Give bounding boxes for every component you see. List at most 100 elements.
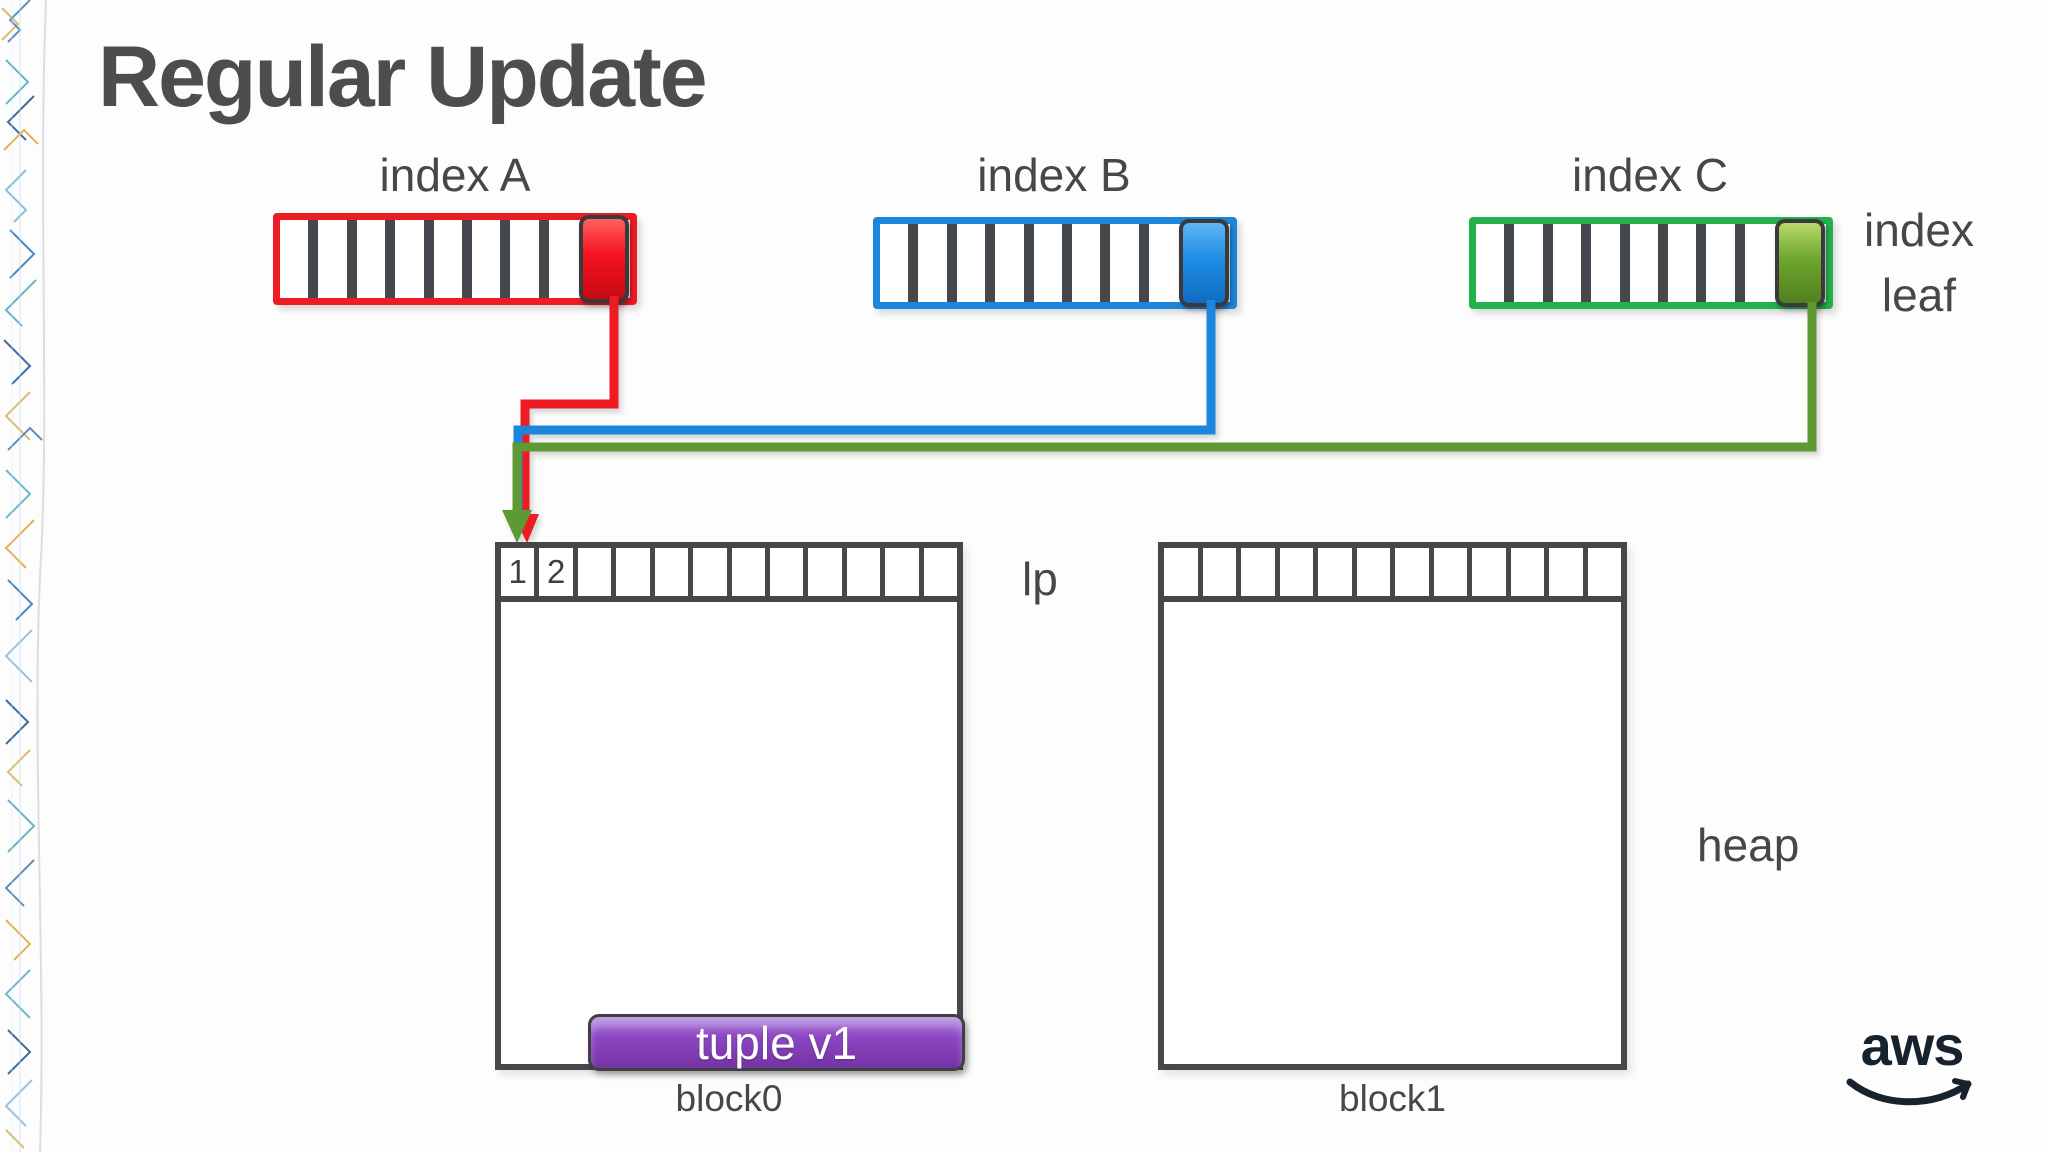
lp-slot: [1511, 548, 1549, 596]
lp-slot: [1280, 548, 1318, 596]
index-cell: [1476, 224, 1504, 302]
index-cell-divider: [346, 220, 357, 298]
index-cell: [357, 220, 385, 298]
index-leaf-pointer-cell: [1775, 219, 1825, 307]
index-cell-divider: [500, 220, 511, 298]
aws-logo: aws: [1842, 1018, 1982, 1116]
index-cell: [434, 220, 462, 298]
index-cell: [1553, 224, 1581, 302]
red-arrowhead-icon: [513, 514, 539, 543]
index-cell-divider: [538, 220, 549, 298]
lp-slot: [1549, 548, 1588, 596]
lp-slot: [885, 548, 924, 596]
heap-block-1: [1158, 542, 1627, 1070]
lp-slot: [655, 548, 694, 596]
lp-slot: [1241, 548, 1280, 596]
index-cell: [1514, 224, 1542, 302]
index-cell: [957, 224, 985, 302]
lp-slot: [1318, 548, 1357, 596]
index-cell-divider: [1542, 224, 1553, 302]
index-a-strip: [273, 213, 637, 305]
lp-slot: [1395, 548, 1434, 596]
index-cell-divider: [1504, 224, 1515, 302]
index-cell-divider: [1734, 224, 1745, 302]
lp-slot: [1434, 548, 1472, 596]
index-cell: [395, 220, 423, 298]
index-cell: [1110, 224, 1138, 302]
index-c-connector-line: [512, 302, 1817, 516]
index-cell-divider: [461, 220, 472, 298]
index-cell-divider: [946, 224, 957, 302]
index-a-connector-line: [520, 296, 619, 524]
index-cell-divider: [308, 220, 319, 298]
index-cell: [1745, 224, 1773, 302]
index-cell: [549, 220, 577, 298]
index-cell: [880, 224, 908, 302]
index-cell: [280, 220, 308, 298]
index-cell-divider: [1581, 224, 1592, 302]
index-cell-divider: [1619, 224, 1630, 302]
page-title: Regular Update: [98, 29, 708, 125]
index-cell: [1072, 224, 1100, 302]
block0-caption: block0: [675, 1078, 783, 1119]
lp-slot: [770, 548, 809, 596]
lp-slot: [924, 548, 957, 596]
index-leaf-line1: index: [1864, 204, 1974, 256]
lp-label: lp: [1022, 553, 1058, 605]
lp-slot: [1357, 548, 1395, 596]
lp-slot: [1164, 548, 1203, 596]
heap-label: heap: [1697, 819, 1800, 871]
index-cell-divider: [385, 220, 396, 298]
aws-logo-text: aws: [1860, 1014, 1965, 1077]
index-cell: [1034, 224, 1062, 302]
index-cell: [918, 224, 946, 302]
green-arrowhead-icon: [502, 510, 532, 543]
index-cell-divider: [1061, 224, 1072, 302]
index-cell-divider: [908, 224, 919, 302]
index-cell: [1668, 224, 1696, 302]
index-cell: [1706, 224, 1734, 302]
block1-line-pointer-array: [1164, 548, 1621, 602]
index-leaf-line2: leaf: [1881, 269, 1957, 322]
lp-slot: [616, 548, 655, 596]
index-b-connector-line: [513, 300, 1216, 528]
index-leaf-pointer-cell: [1179, 219, 1229, 307]
lp-slot: 1: [501, 548, 540, 596]
lp-slot: [578, 548, 617, 596]
index-cell: [1149, 224, 1177, 302]
index-cell: [1630, 224, 1658, 302]
decorative-circuit-pattern: [1, 0, 47, 1152]
lp-slot: [1203, 548, 1241, 596]
index-cell-divider: [423, 220, 434, 298]
index-cell: [472, 220, 500, 298]
index-c-label: index C: [1572, 149, 1728, 201]
index-cell-divider: [985, 224, 996, 302]
index-cell: [995, 224, 1023, 302]
lp-slot: [732, 548, 770, 596]
tuple-v1-box: tuple v1: [588, 1014, 965, 1071]
index-cell-divider: [1100, 224, 1111, 302]
lp-slot: [847, 548, 886, 596]
index-cell-divider: [1023, 224, 1034, 302]
lp-slot: 2: [539, 548, 578, 596]
block1-caption: block1: [1339, 1078, 1446, 1119]
index-cell: [510, 220, 538, 298]
index-leaf-label: index leaf: [1836, 198, 2002, 329]
index-c-strip: [1469, 217, 1833, 309]
index-b-strip: [873, 217, 1237, 309]
index-cell: [1591, 224, 1619, 302]
index-cell-divider: [1696, 224, 1707, 302]
index-cell-divider: [1138, 224, 1149, 302]
lp-slot: [693, 548, 732, 596]
aws-smile-icon: [1846, 1078, 1972, 1106]
index-b-label: index B: [977, 149, 1131, 201]
index-a-label: index A: [379, 149, 531, 201]
lp-slot: [1472, 548, 1511, 596]
index-cell: [318, 220, 346, 298]
index-cell-divider: [1657, 224, 1668, 302]
tuple-v1-label: tuple v1: [695, 1016, 858, 1069]
lp-slot: [808, 548, 847, 596]
